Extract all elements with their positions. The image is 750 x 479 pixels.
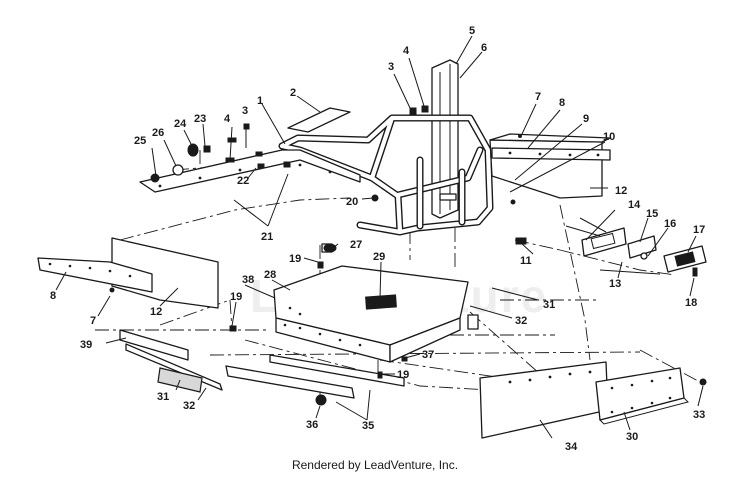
callout-4-left: 4 — [224, 113, 231, 125]
callout-21: 21 — [261, 231, 273, 243]
callout-25: 25 — [134, 135, 146, 147]
backing-plate-part — [595, 367, 689, 425]
callout-8-left: 8 — [50, 290, 56, 302]
floor-pan-part — [273, 243, 479, 363]
callout-19-upper: 19 — [289, 253, 301, 265]
callout-15: 15 — [646, 208, 658, 220]
callout-37: 37 — [422, 349, 434, 361]
callout-numbers: 1 2 3 4 5 6 7 8 9 10 12 11 14 15 16 17 1… — [50, 25, 705, 453]
footer-credit: Rendered by LeadVenture, Inc. — [291, 458, 459, 472]
callout-32-right: 32 — [515, 315, 527, 327]
callout-3-left: 3 — [242, 105, 248, 117]
callout-20: 20 — [346, 196, 358, 208]
left-side-panel-part — [37, 237, 219, 309]
callout-3-upper: 3 — [388, 61, 394, 73]
callout-11: 11 — [520, 255, 532, 267]
hardware-part — [109, 105, 707, 386]
lower-center-rails-part — [225, 354, 405, 406]
callout-10: 10 — [603, 131, 615, 143]
assembly-guide-lines — [95, 82, 701, 406]
callout-27: 27 — [350, 239, 362, 251]
callout-22: 22 — [237, 175, 249, 187]
callout-4-upper: 4 — [403, 45, 410, 57]
callout-14: 14 — [628, 199, 641, 211]
callout-31-right: 31 — [543, 299, 555, 311]
callout-17: 17 — [693, 224, 705, 236]
callout-36: 36 — [306, 419, 318, 431]
callout-30: 30 — [626, 431, 638, 443]
callout-12-left: 12 — [150, 306, 162, 318]
callout-31-left: 31 — [157, 391, 169, 403]
callout-12-right: 12 — [615, 185, 627, 197]
top-strip-part — [287, 107, 351, 133]
callout-13: 13 — [609, 278, 621, 290]
callout-39: 39 — [80, 339, 92, 351]
callout-34: 34 — [565, 441, 578, 453]
callout-6: 6 — [481, 42, 487, 54]
callout-32-left: 32 — [183, 400, 195, 412]
callout-18: 18 — [685, 297, 697, 309]
lower-left-rails-part — [119, 329, 223, 393]
callout-5: 5 — [469, 25, 475, 37]
callout-38: 38 — [242, 274, 254, 286]
callout-19-left: 19 — [230, 291, 242, 303]
callout-23: 23 — [194, 113, 206, 125]
callout-8-right: 8 — [559, 97, 565, 109]
tube-frame-part — [278, 114, 494, 236]
callout-33: 33 — [693, 409, 705, 421]
callout-19-lower: 19 — [397, 369, 409, 381]
frame-rail-part — [139, 149, 361, 193]
tail-light-assembly-part — [565, 217, 707, 273]
callout-7-right: 7 — [535, 91, 541, 103]
callout-35: 35 — [362, 420, 374, 432]
callout-16: 16 — [664, 218, 676, 230]
leader-lines — [55, 35, 704, 439]
callout-29: 29 — [373, 251, 385, 263]
callout-24: 24 — [174, 118, 187, 130]
callout-1: 1 — [257, 95, 263, 107]
callout-7-left: 7 — [90, 315, 96, 327]
callout-9: 9 — [583, 113, 589, 125]
callout-26: 26 — [152, 127, 164, 139]
callout-28: 28 — [264, 269, 276, 281]
callout-2: 2 — [290, 87, 296, 99]
